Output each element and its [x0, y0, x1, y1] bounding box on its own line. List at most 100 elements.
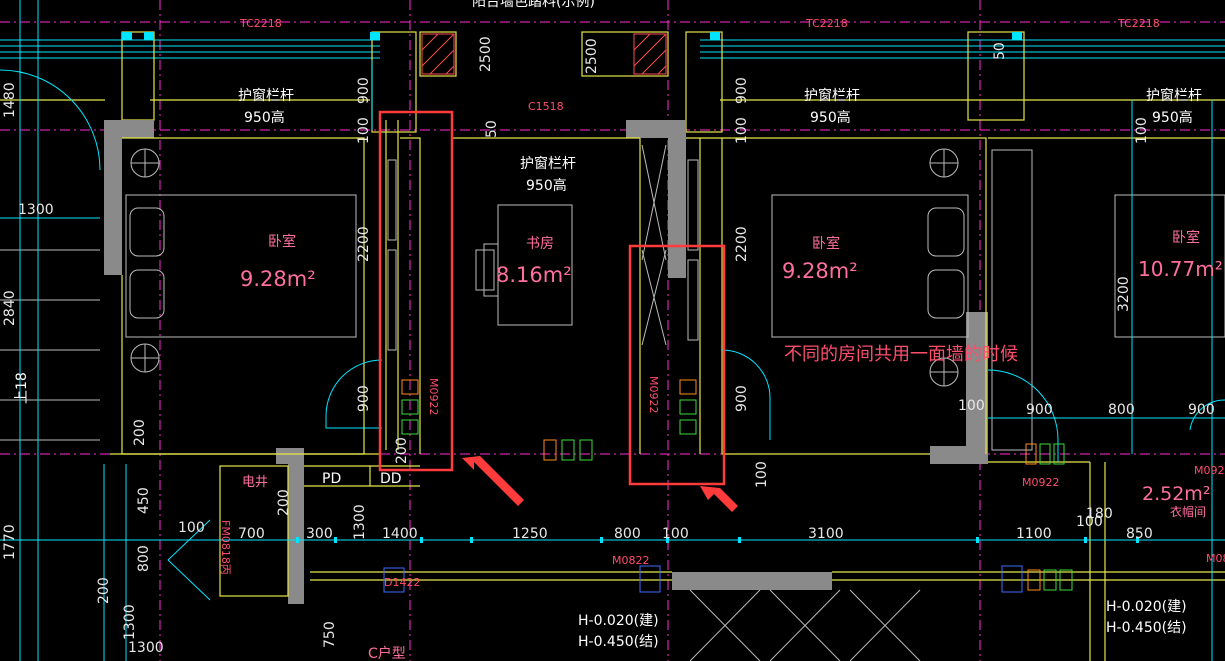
- small-squares: [122, 32, 1022, 40]
- dim-v-11: 3200: [1116, 276, 1132, 312]
- dim-v-10: 100: [1134, 117, 1150, 144]
- dim-left-9: 1300: [122, 604, 138, 640]
- railing-label-1: 护窗栏杆: [238, 87, 294, 104]
- dim-bottom-1: 100: [178, 520, 205, 536]
- dim-v-16: 2500: [478, 36, 494, 72]
- label-pd: PD: [322, 471, 341, 487]
- door-tag-fm: FM0818丙: [219, 520, 232, 575]
- label-elec-well: 电井: [242, 475, 268, 490]
- dim-right-2: 800: [1108, 402, 1135, 418]
- room-walls: [110, 120, 1225, 661]
- room-name-5: 衣帽间: [1170, 504, 1206, 519]
- railing-label-2: 护窗栏杆: [520, 155, 576, 172]
- furniture: [0, 144, 1225, 661]
- window-tag-3: TC2218: [1117, 17, 1160, 30]
- dim-v-3: 2200: [356, 226, 372, 262]
- dim-v-6: 900: [734, 77, 750, 104]
- dim-left-6: 800: [136, 545, 152, 572]
- dim-left-1: 1480: [2, 82, 18, 118]
- dim-v-7: 100: [734, 117, 750, 144]
- door-tag-bottom-right: M08: [1206, 552, 1225, 565]
- highlight-right-wall: [628, 244, 726, 486]
- dim-v-8: 2200: [734, 226, 750, 262]
- label-up: 上18: [14, 372, 30, 404]
- top-window-band: [0, 21, 1225, 59]
- dim-v-17: 2500: [584, 38, 600, 74]
- hatched-columns: [421, 33, 667, 75]
- elev-4: H-0.450(结): [1106, 620, 1187, 636]
- room-name-4: 卧室: [1172, 229, 1200, 246]
- dim-bottom-7: 100: [662, 526, 689, 542]
- door-tag-bottom-mid: M0822: [612, 554, 650, 567]
- highlight-left-wall: [378, 110, 454, 472]
- railing-height-1: 950高: [244, 109, 285, 126]
- dimension-ticks: [296, 537, 1139, 543]
- door-tag-left: M0922: [427, 378, 440, 416]
- dim-bottom-10: 850: [1126, 526, 1153, 542]
- dim-v-13: 1300: [352, 504, 368, 540]
- room-area-1: 9.28m²: [240, 267, 316, 291]
- dim-v-19: 50: [992, 42, 1008, 60]
- dim-bottom-11: 100: [1076, 514, 1103, 530]
- dim-right-1: 900: [1026, 402, 1053, 418]
- room-area-4: 10.77m²: [1138, 257, 1223, 281]
- label-c-type: C户型: [368, 645, 406, 661]
- dim-v-4: 900: [356, 385, 372, 412]
- dim-right-3: 900: [1188, 402, 1215, 418]
- elev-1: H-0.020(建): [578, 613, 659, 629]
- top-note: 阳台墙色踏料(示例): [472, 0, 595, 10]
- railing-height-3: 950高: [810, 109, 851, 126]
- window-c1518: C1518: [528, 100, 564, 113]
- railing-height-4: 950高: [1152, 109, 1193, 126]
- arrow-right: [700, 486, 738, 512]
- dim-left-5: 450: [136, 487, 152, 514]
- dim-left-2: 1300: [18, 202, 54, 218]
- dim-v-22: 100: [958, 398, 985, 414]
- walls: [104, 120, 988, 604]
- room-area-3: 9.28m²: [782, 259, 858, 283]
- dim-left-7: 200: [96, 577, 112, 604]
- bed-right: [771, 194, 969, 338]
- door-markers: [383, 379, 1073, 593]
- dim-v-12: 100: [754, 461, 770, 488]
- window-tag-1: TC2218: [239, 17, 282, 30]
- arrows: [462, 456, 738, 512]
- dim-v-1: 900: [356, 77, 372, 104]
- dim-v-20: 200: [132, 419, 148, 446]
- door-tag-far-right: M0922: [1022, 476, 1060, 489]
- elev-3: H-0.020(建): [1106, 599, 1187, 615]
- door-tag-right: M0922: [647, 376, 660, 414]
- dim-bottom-2: 700: [238, 526, 265, 542]
- dim-left-3: 2840: [2, 290, 18, 326]
- bed-left: [125, 194, 357, 338]
- annotation-shared-wall: 不同的房间共用一面墙的时候: [784, 344, 1018, 365]
- railing-label-4: 护窗栏杆: [1146, 87, 1202, 104]
- window-tag-2: TC2218: [805, 17, 848, 30]
- dim-left-8: 1300: [128, 640, 164, 656]
- room-name-3: 卧室: [812, 235, 840, 252]
- dim-v-18: 50: [484, 120, 500, 138]
- top-structure: [0, 31, 1225, 133]
- dim-bottom-9: 1100: [1016, 526, 1052, 542]
- dim-v-2: 100: [356, 117, 372, 144]
- dim-v-14: 750: [322, 621, 338, 648]
- door-swings: [0, 69, 1225, 601]
- dim-v-9: 900: [734, 385, 750, 412]
- dim-v-5: 200: [394, 437, 410, 464]
- dim-bottom-5: 1250: [512, 526, 548, 542]
- dim-bottom-8: 3100: [808, 526, 844, 542]
- dim-bottom-3: 300: [306, 526, 333, 542]
- arrow-left: [462, 456, 524, 506]
- door-tag-d: D1422: [384, 576, 420, 589]
- room-area-2: 8.16m²: [496, 263, 572, 287]
- dim-bottom-4: 1400: [382, 526, 418, 542]
- room-area-5: 2.52m²: [1142, 483, 1210, 505]
- room-name-1: 卧室: [268, 233, 296, 250]
- railing-height-2: 950高: [526, 177, 567, 194]
- dim-bottom-6: 800: [614, 526, 641, 542]
- dim-v-15: 200: [276, 489, 292, 516]
- door-tag-top-right: M092: [1194, 464, 1225, 477]
